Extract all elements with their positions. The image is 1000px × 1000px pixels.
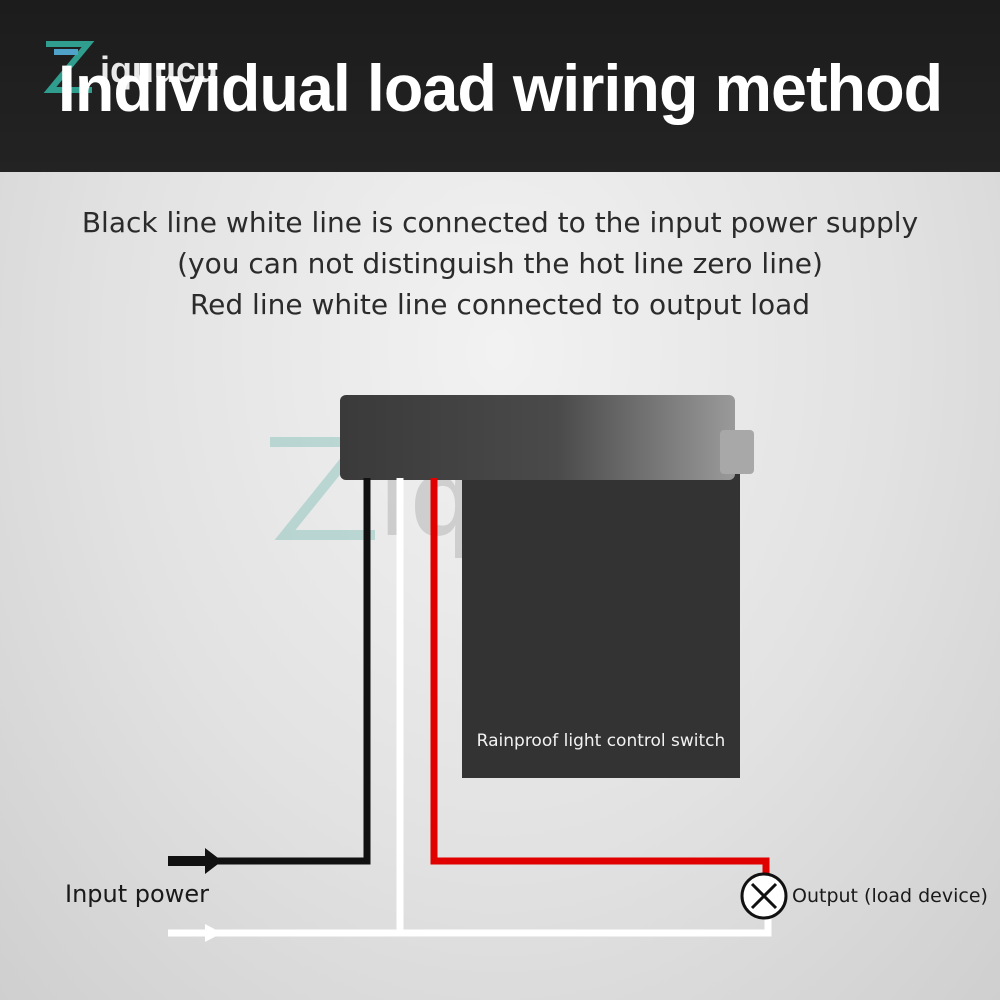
description-line-3: Red line white line connected to output … xyxy=(189,288,811,321)
switch-cap-tab xyxy=(720,430,754,474)
switch-cap xyxy=(340,395,735,480)
black-wire xyxy=(200,478,371,865)
svg-text:iquucu: iquucu xyxy=(100,49,218,90)
brand-logo-icon: iquucu xyxy=(43,41,218,93)
header-bar: iquucu Individual load wiring method xyxy=(0,0,1000,172)
red-wire xyxy=(430,478,770,878)
white-wire xyxy=(396,478,772,937)
black-wire-arrow xyxy=(168,848,222,874)
input-power-label: Input power xyxy=(65,880,209,908)
page-title: Individual load wiring method xyxy=(57,51,943,125)
description-line-1: Black line white line is connected to th… xyxy=(81,206,919,239)
output-load-label: Output (load device) xyxy=(792,885,988,907)
description-line-2: (you can not distinguish the hot line ze… xyxy=(177,247,823,280)
switch-body xyxy=(462,470,740,778)
white-wire-arrow xyxy=(205,924,222,942)
lamp-x-icon xyxy=(740,872,788,920)
device-label: Rainproof light control switch xyxy=(476,731,726,751)
